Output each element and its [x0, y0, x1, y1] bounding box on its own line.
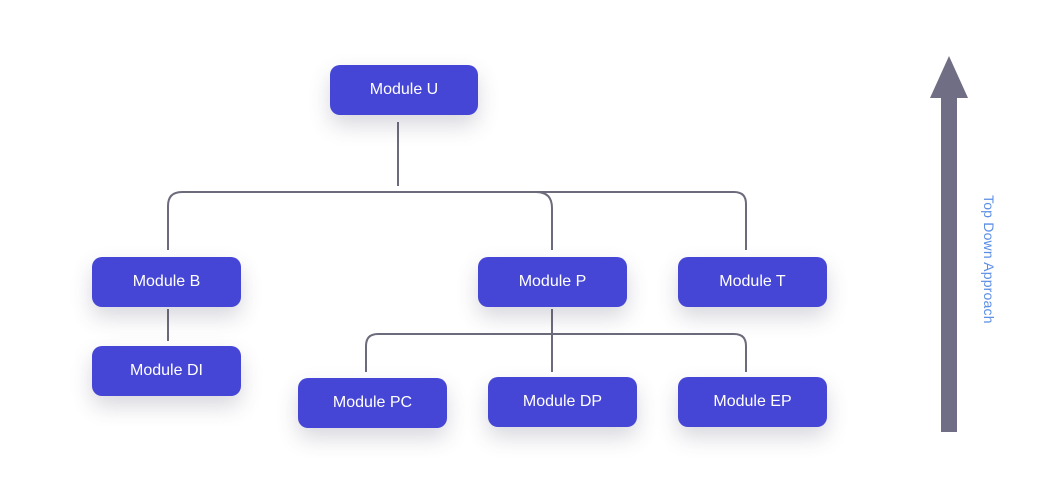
module-di-label: Module DI [130, 362, 203, 379]
module-di-node[interactable]: Module DI [92, 346, 241, 396]
module-b-label: Module B [132, 273, 201, 290]
connector-bus-top [167, 191, 747, 250]
module-b-node[interactable]: Module B [92, 257, 241, 307]
module-ep-label: Module EP [713, 393, 792, 410]
module-dp-node[interactable]: Module DP [488, 377, 637, 427]
module-ep-node[interactable]: Module EP [678, 377, 827, 427]
module-u-label: Module U [369, 81, 439, 98]
module-pc-label: Module PC [332, 394, 413, 411]
top-down-arrow [928, 56, 972, 434]
module-dp-label: Module DP [522, 393, 603, 410]
module-u-node[interactable]: Module U [330, 65, 478, 115]
arrow-up-icon [930, 56, 968, 98]
arrow-label: Top Down Approach [981, 195, 997, 324]
module-pc-node[interactable]: Module PC [298, 378, 447, 428]
connector-bus-p [535, 191, 553, 250]
module-p-node[interactable]: Module P [478, 257, 627, 307]
module-t-label: Module T [719, 273, 786, 290]
module-t-node[interactable]: Module T [678, 257, 827, 307]
connector-bus-bottom [365, 333, 747, 372]
module-p-label: Module P [518, 273, 587, 290]
arrow-shaft [941, 96, 957, 432]
